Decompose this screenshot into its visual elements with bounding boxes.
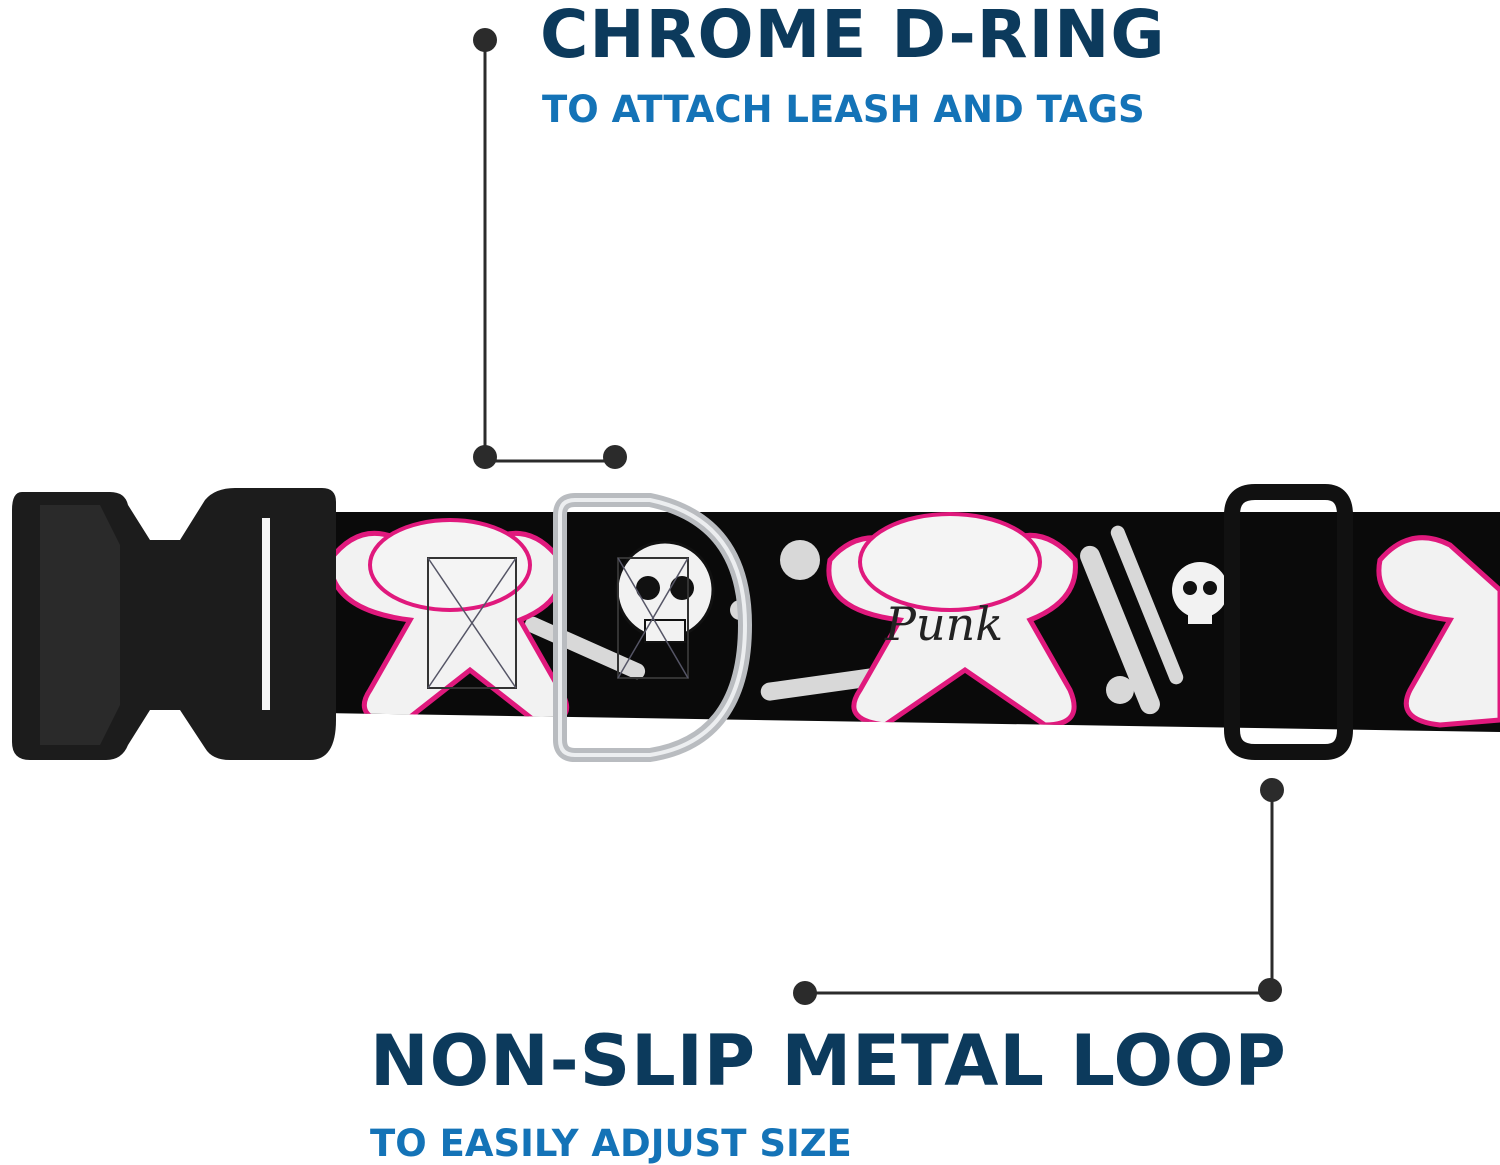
leader-dot — [1260, 778, 1284, 802]
skull-heart-motif: Punk — [826, 512, 1078, 728]
metal-loop-callout-title: NON-SLIP METAL LOOP — [370, 1020, 1287, 1102]
leader-dot — [793, 981, 817, 1005]
side-release-buckle — [12, 488, 336, 760]
chrome-d-ring — [553, 493, 753, 762]
leader-dot — [1258, 978, 1282, 1002]
d-ring-callout-title: CHROME D-RING — [540, 0, 1166, 73]
metal-loop-callout-subtitle: TO EASILY ADJUST SIZE — [370, 1122, 852, 1165]
skull-heart-motif — [327, 518, 570, 728]
leader-dot — [603, 445, 627, 469]
skull-icon — [1172, 562, 1228, 624]
skull-heart-motif — [1376, 535, 1500, 728]
d-ring-leader-line — [473, 28, 627, 469]
metal-loop-leader-line — [793, 778, 1284, 1005]
leader-dot — [473, 28, 497, 52]
d-ring-callout-subtitle: TO ATTACH LEASH AND TAGS — [542, 88, 1145, 131]
collar-strap: Punk — [262, 512, 1500, 732]
pattern-script-text: Punk — [884, 597, 1003, 651]
slide-loop — [1224, 484, 1353, 760]
leader-dot — [473, 445, 497, 469]
stitched-box — [427, 557, 517, 689]
